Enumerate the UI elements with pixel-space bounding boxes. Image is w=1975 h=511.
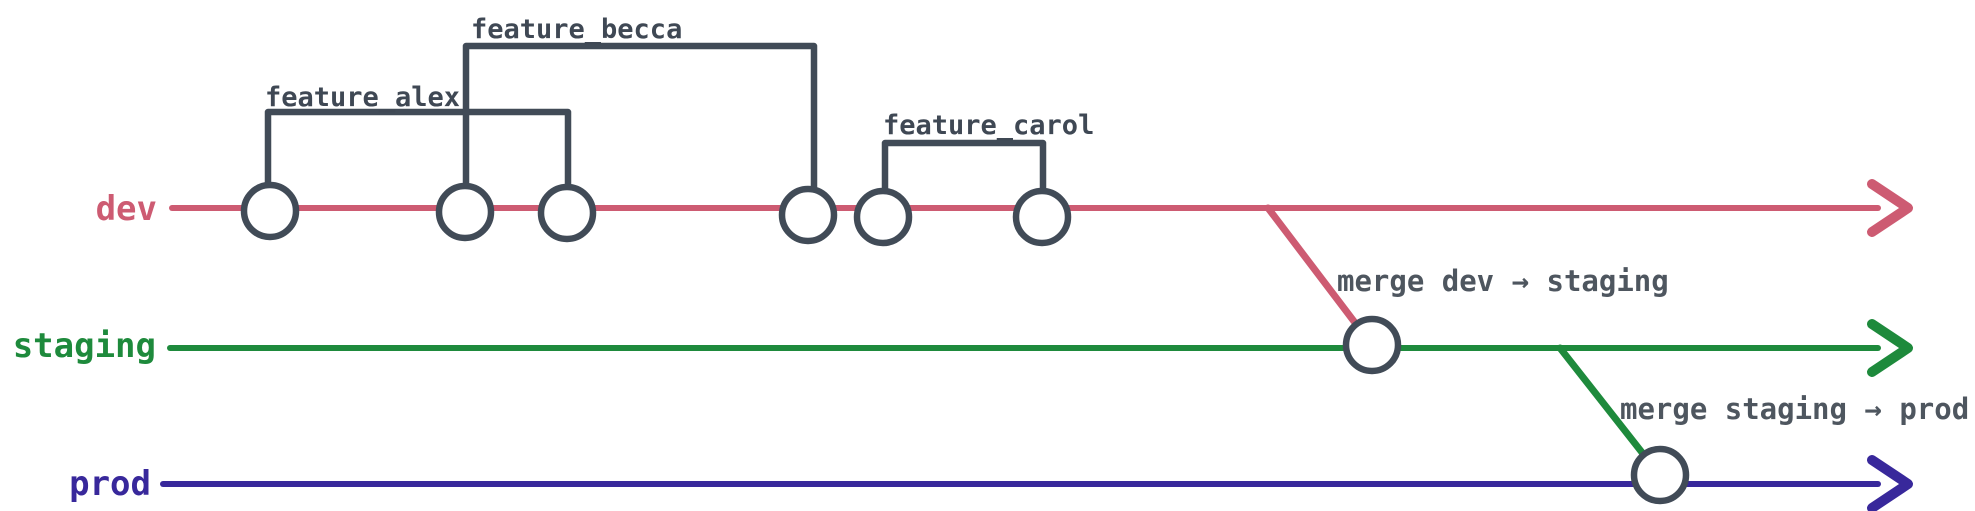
branch-label-staging: staging (13, 326, 156, 366)
merge-label-staging-to-prod: merge staging → prod (1620, 392, 1969, 426)
prod-arrowhead-icon (1867, 455, 1913, 511)
commit-node-carol-start (853, 187, 913, 247)
merge-edge-staging-to-prod (1556, 344, 1648, 459)
feature-label-alex: feature_alex (265, 82, 460, 113)
commit-node-alex-merge (537, 183, 597, 243)
branch-dev: dev (96, 179, 1913, 237)
branch-label-dev: dev (96, 189, 157, 229)
feature-bracket-carol (881, 139, 1047, 195)
feature-bracket-becca (462, 42, 818, 193)
merge-edge-dev-to-staging (1264, 204, 1360, 328)
dev-arrowhead-icon (1867, 179, 1913, 237)
feature-label-becca: feature_becca (471, 14, 682, 45)
merge-label-dev-to-staging: merge dev → staging (1337, 264, 1669, 298)
commit-node-becca-merge (778, 185, 838, 245)
feature-label-carol: feature_carol (883, 110, 1094, 141)
commit-node-merge-dev-staging (1342, 315, 1402, 375)
branch-label-prod: prod (69, 464, 151, 504)
staging-arrowhead-icon (1867, 319, 1913, 377)
commit-node-merge-staging-prod (1630, 445, 1690, 505)
feature-bracket-alex (264, 108, 572, 191)
commit-node-carol-merge (1012, 187, 1072, 247)
commit-node-becca-start (435, 182, 495, 242)
branch-prod: prod (69, 455, 1913, 511)
branch-staging: staging (13, 319, 1913, 377)
commit-node-alex-start (240, 181, 300, 241)
